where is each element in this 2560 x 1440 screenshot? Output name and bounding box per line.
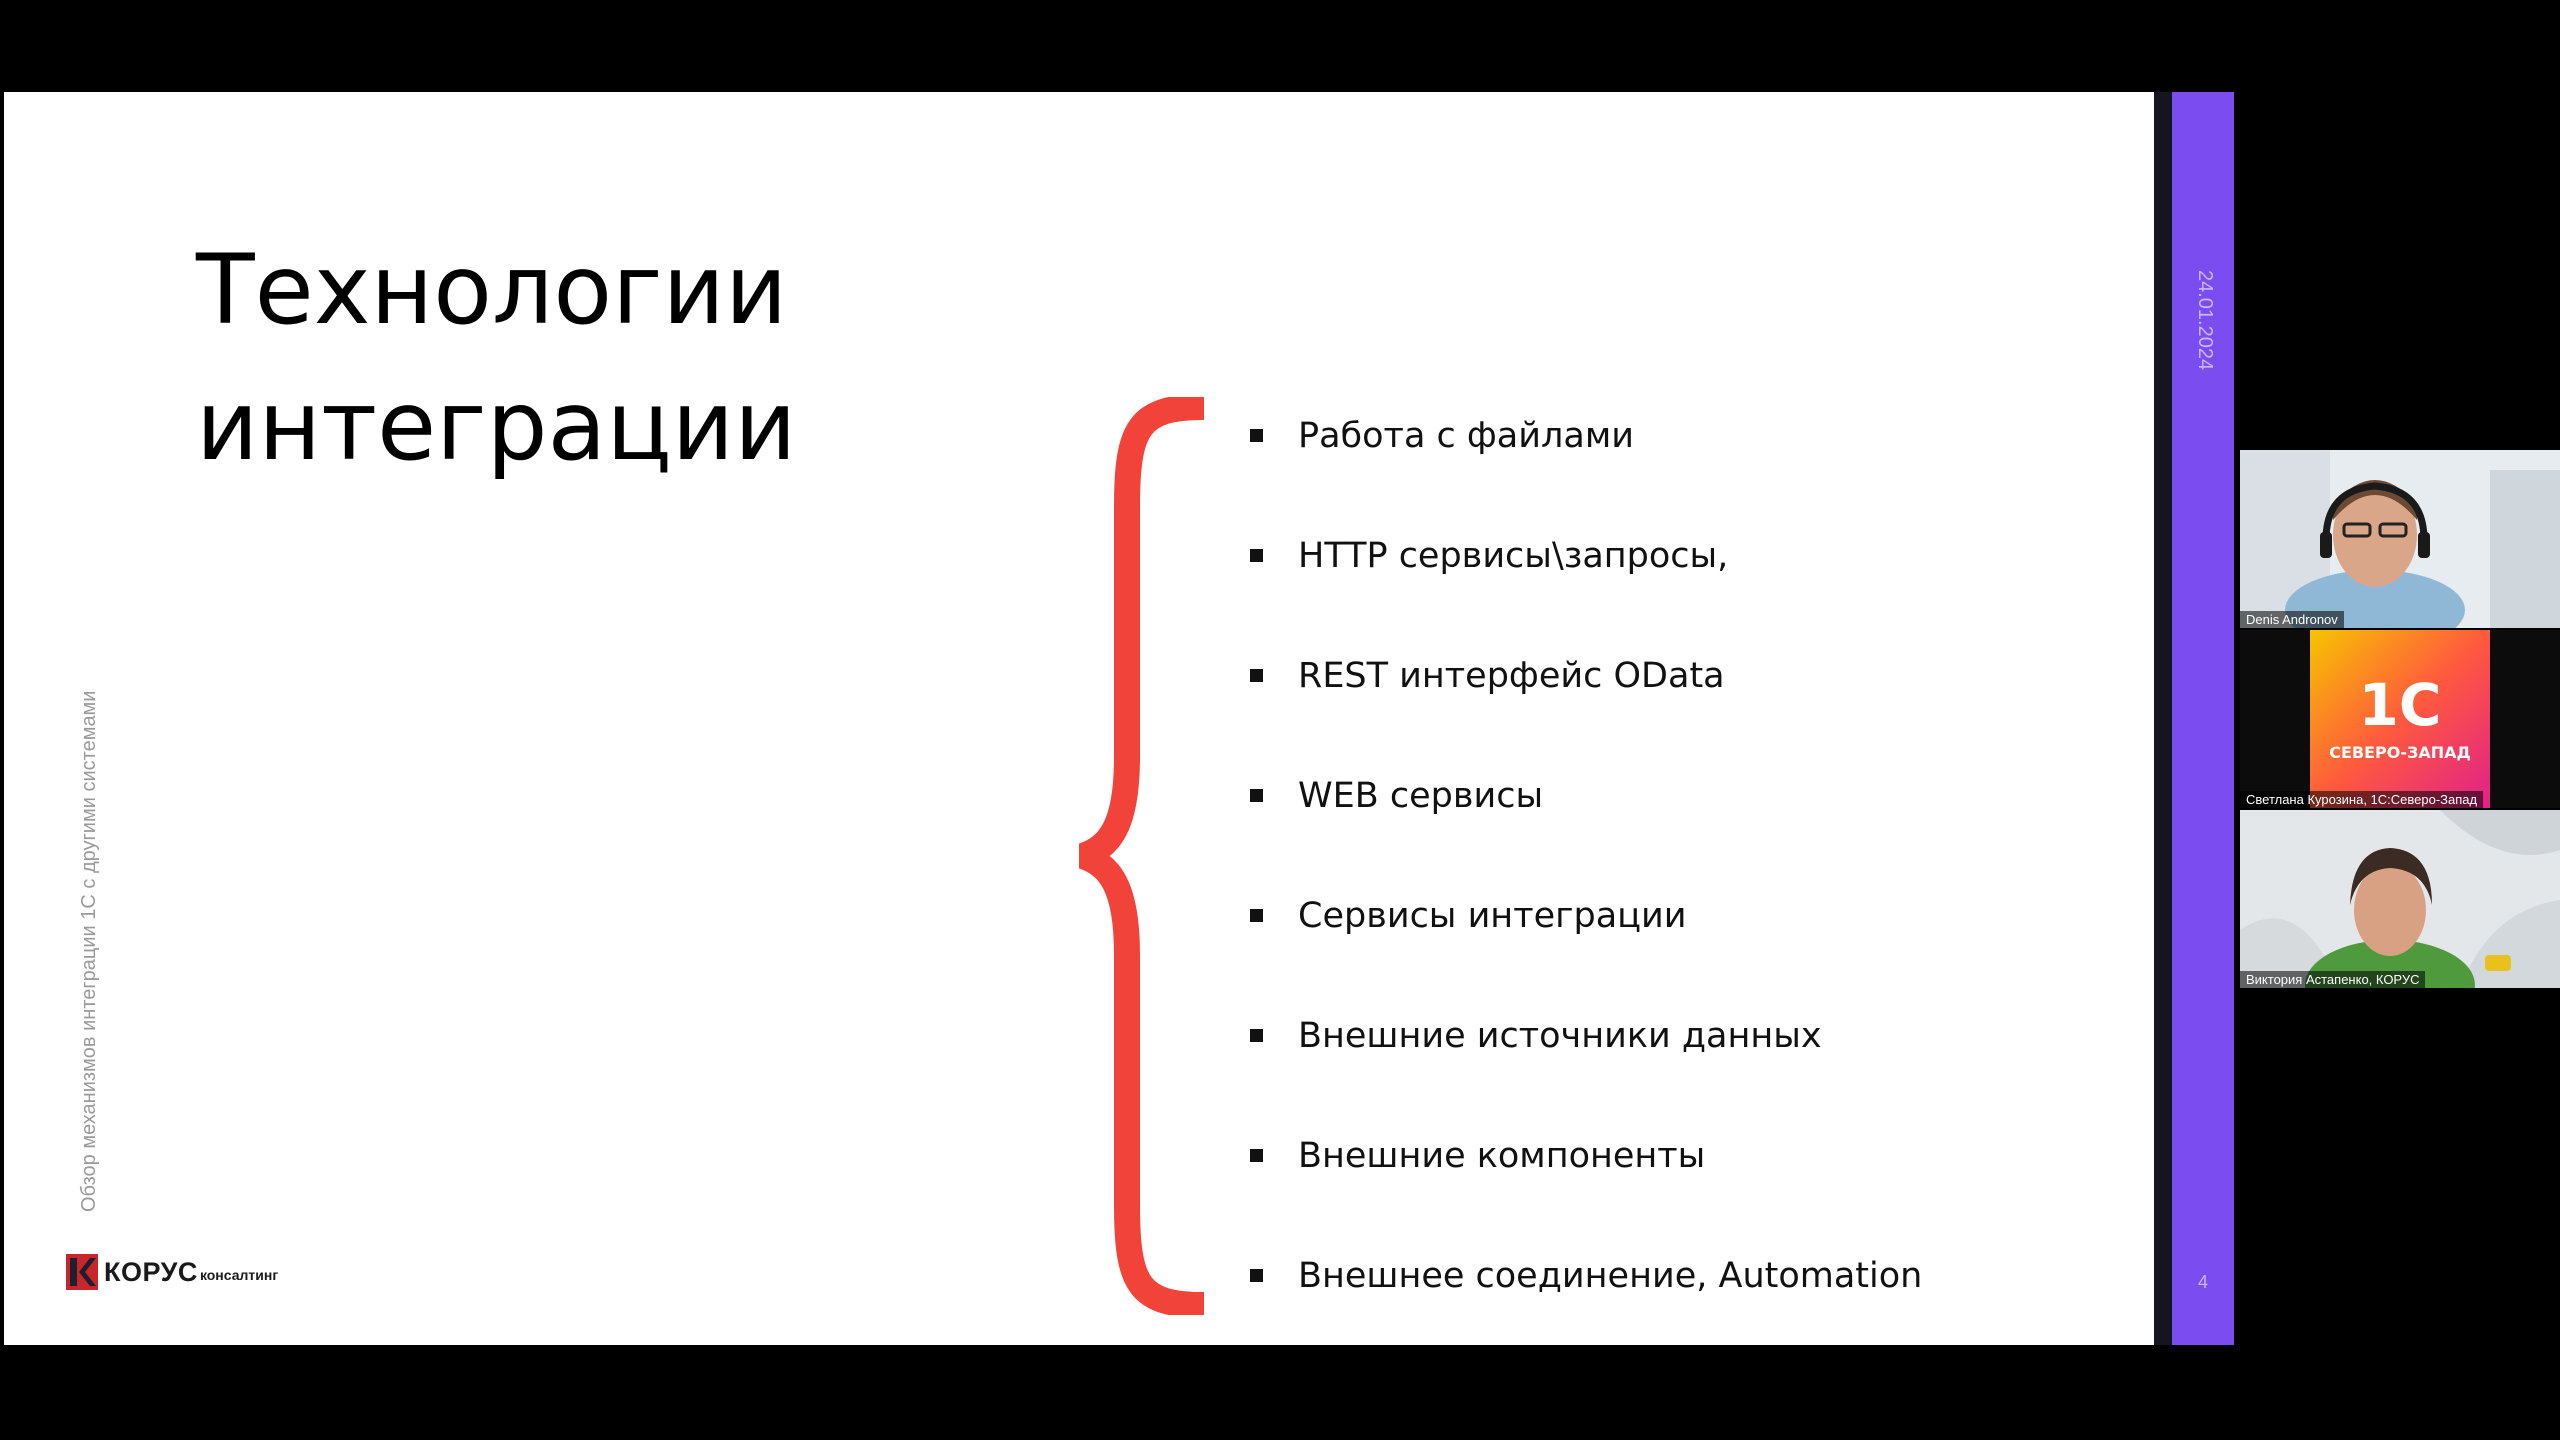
list-item-text: HTTP сервисы\запросы, bbox=[1298, 536, 1729, 576]
technology-list: Работа с файлами HTTP сервисы\запросы, R… bbox=[1244, 392, 1922, 1352]
bullet-icon bbox=[1250, 1029, 1263, 1042]
slide-title-line-2: интеграции bbox=[196, 370, 797, 482]
participant-video-icon bbox=[2240, 450, 2560, 628]
slide-side-caption: Обзор механизмов интеграции 1С с другими… bbox=[78, 690, 100, 1212]
tile-logo-main: 1С bbox=[2359, 671, 2442, 739]
list-item: REST интерфейс OData bbox=[1244, 632, 1922, 752]
participant-name: Светлана Курозина, 1С:Северо-Запад bbox=[2240, 791, 2484, 808]
logo-subtitle: консалтинг bbox=[199, 1267, 279, 1283]
slide-accent-bar bbox=[2172, 92, 2234, 1345]
list-item-text: Внешнее соединение, Automation bbox=[1298, 1256, 1923, 1296]
bullet-icon bbox=[1250, 1149, 1263, 1162]
bullet-icon bbox=[1250, 909, 1263, 922]
curly-brace-icon bbox=[1079, 397, 1205, 1315]
bullet-icon bbox=[1250, 669, 1263, 682]
list-item: WEB сервисы bbox=[1244, 752, 1922, 872]
list-item-text: REST интерфейс OData bbox=[1298, 656, 1725, 696]
list-item: Внешние источники данных bbox=[1244, 992, 1922, 1112]
slide-page-number: 4 bbox=[2197, 1272, 2208, 1292]
slide-edge-strip bbox=[2154, 92, 2172, 1345]
participant-video-tile[interactable]: Виктория Астапенко, КОРУС bbox=[2240, 810, 2560, 988]
list-item-text: Внешние источники данных bbox=[1298, 1016, 1822, 1056]
participant-name: Виктория Астапенко, КОРУС bbox=[2240, 971, 2426, 988]
list-item: Внешнее соединение, Automation bbox=[1244, 1232, 1922, 1352]
korus-logo: КОРУС консалтинг bbox=[66, 1254, 278, 1290]
list-item: HTTP сервисы\запросы, bbox=[1244, 512, 1922, 632]
bullet-icon bbox=[1250, 1269, 1263, 1282]
list-item-text: Работа с файлами bbox=[1298, 416, 1634, 456]
list-item: Сервисы интеграции bbox=[1244, 872, 1922, 992]
list-item-text: WEB сервисы bbox=[1298, 776, 1544, 816]
list-item-text: Внешние компоненты bbox=[1298, 1136, 1706, 1176]
1c-north-west-logo-icon: 1С СЕВЕРО-ЗАПАД bbox=[2240, 630, 2560, 808]
presentation-slide: Технологии интеграции Обзор механизмов и… bbox=[4, 92, 2154, 1345]
bullet-icon bbox=[1250, 549, 1263, 562]
slide-title: Технологии интеграции bbox=[196, 222, 996, 494]
participant-video-icon bbox=[2240, 810, 2560, 988]
bullet-icon bbox=[1250, 789, 1263, 802]
bullet-icon bbox=[1250, 429, 1263, 442]
list-item: Внешние компоненты bbox=[1244, 1112, 1922, 1232]
korus-logo-icon bbox=[66, 1254, 98, 1290]
list-item: Работа с файлами bbox=[1244, 392, 1922, 512]
participant-video-tile[interactable]: Denis Andronov bbox=[2240, 450, 2560, 628]
slide-date: 24.01.2024 bbox=[2194, 270, 2216, 371]
logo-wordmark: КОРУС bbox=[104, 1256, 198, 1287]
participant-video-tile[interactable]: 1С СЕВЕРО-ЗАПАД Светлана Курозина, 1С:Се… bbox=[2240, 630, 2560, 808]
list-item-text: Сервисы интеграции bbox=[1298, 896, 1687, 936]
slide-title-line-1: Технологии bbox=[196, 234, 788, 346]
participant-name: Denis Andronov bbox=[2240, 611, 2344, 628]
tile-logo-sub: СЕВЕРО-ЗАПАД bbox=[2329, 743, 2471, 762]
